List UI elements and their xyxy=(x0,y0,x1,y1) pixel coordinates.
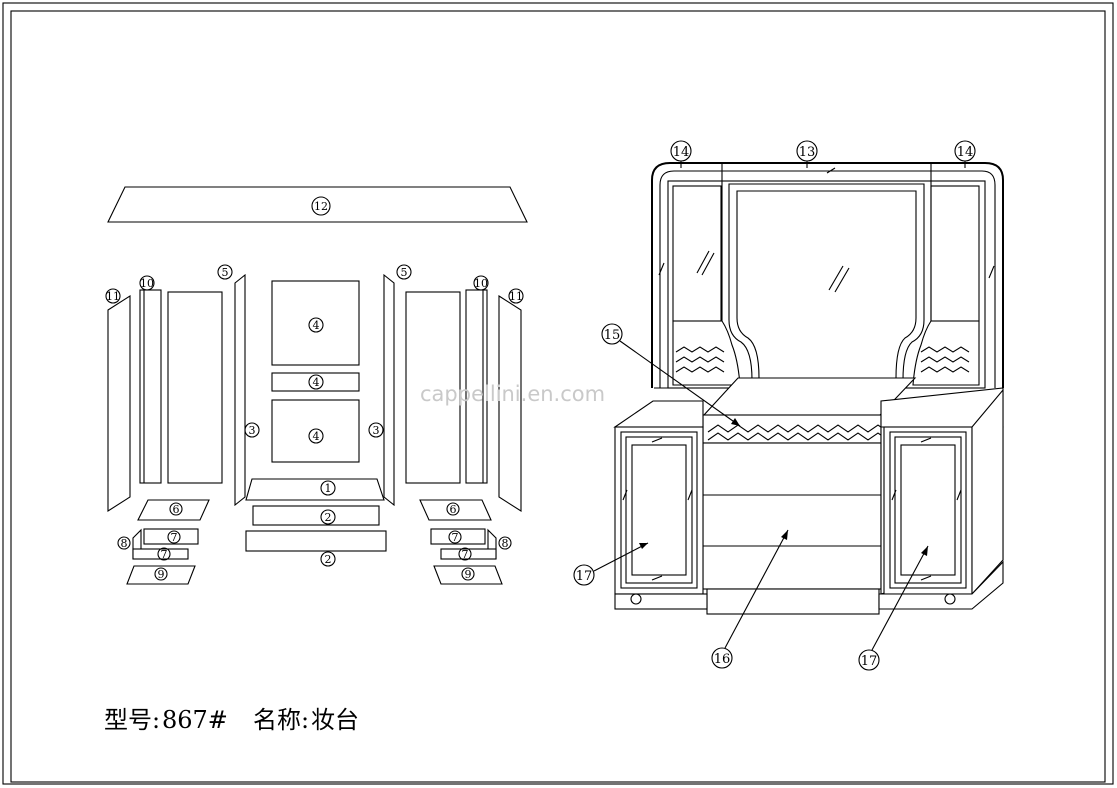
part-10-right-panel xyxy=(465,289,488,484)
callout-circle-12 xyxy=(311,196,331,216)
callout-17-right: 17 xyxy=(861,654,878,669)
right-side-glass xyxy=(930,185,980,322)
right-cabinet-side xyxy=(971,388,1004,596)
callout-12: 12 xyxy=(314,200,328,213)
part-9-left xyxy=(126,565,196,585)
callout-17-left: 17 xyxy=(576,569,593,584)
left-cabinet-top xyxy=(613,400,704,428)
callout-9-left: 9 xyxy=(158,568,165,581)
callout-16: 16 xyxy=(714,652,731,667)
model-value: 867# xyxy=(162,706,228,734)
callout-13: 13 xyxy=(799,145,816,160)
part-7-left-a xyxy=(143,528,199,545)
left-cabinet-plinth xyxy=(614,593,708,610)
part-11-left-panel xyxy=(107,294,131,513)
part-2-lower xyxy=(245,530,387,552)
callout-2-lower: 2 xyxy=(325,553,332,566)
callout-3-right: 3 xyxy=(373,424,380,437)
callout-4-lower: 4 xyxy=(313,430,320,443)
part-4-rail xyxy=(271,372,360,392)
callout-7-left-b: 7 xyxy=(161,548,168,561)
left-cabinet-body xyxy=(614,426,704,595)
exploded-view: 12 11 10 5 3 4 4 4 1 2 2 xyxy=(105,186,528,585)
left-back-panel xyxy=(167,291,223,484)
right-cabinet-body xyxy=(883,426,973,595)
left-cabinet-glass xyxy=(631,444,687,576)
callout-6-left: 6 xyxy=(173,503,180,516)
part-7-right-a xyxy=(430,528,486,545)
callout-3-left: 3 xyxy=(249,424,256,437)
caption: 型号: 867# 名称: 妆台 xyxy=(104,706,359,734)
assembled-view: 14 13 14 15 16 17 17 xyxy=(573,140,1004,671)
callout-7-right-b: 7 xyxy=(462,548,469,561)
callout-7-left-a: 7 xyxy=(171,531,178,544)
callout-4-upper: 4 xyxy=(313,319,320,332)
central-plinth xyxy=(706,588,880,615)
callout-circle-10-left xyxy=(139,275,155,291)
part-2-upper xyxy=(252,505,380,526)
callout-7-right-a: 7 xyxy=(452,531,459,544)
mirror-frame-inner xyxy=(659,170,996,388)
name-label: 名称: xyxy=(253,706,309,734)
part-6-right xyxy=(419,499,492,521)
part-3-left-upright xyxy=(234,273,246,507)
callout-8-left: 8 xyxy=(121,537,128,550)
part-11-right-panel xyxy=(498,294,522,513)
inner-frame xyxy=(10,10,1106,783)
callout-5-right: 5 xyxy=(401,266,408,279)
right-cabinet-glass xyxy=(900,444,956,576)
callout-10-left: 10 xyxy=(140,277,154,290)
part-4-upper-panel xyxy=(271,280,360,366)
part-12-top xyxy=(107,186,528,223)
name-value: 妆台 xyxy=(311,706,359,734)
part-10-left-panel xyxy=(139,289,162,484)
callout-10-right: 10 xyxy=(474,277,488,290)
part-6-left xyxy=(137,499,210,521)
part-1-shelf xyxy=(245,478,385,501)
mirror-frame-outer xyxy=(651,162,1004,388)
right-back-panel xyxy=(405,291,461,484)
watermark: cappellini.en.com xyxy=(420,382,605,406)
model-label: 型号: xyxy=(104,706,160,734)
central-mirror-outer xyxy=(728,183,925,381)
callout-1: 1 xyxy=(325,482,332,495)
part-16-drawer-stack xyxy=(702,442,882,590)
callout-circle-3-left xyxy=(244,422,260,438)
callout-9-right: 9 xyxy=(465,568,472,581)
callout-2-upper: 2 xyxy=(325,511,332,524)
part-3-right-upright xyxy=(383,273,395,507)
callout-11-right: 11 xyxy=(509,290,523,303)
left-carved-panel xyxy=(672,320,741,386)
callout-11-left: 11 xyxy=(106,290,120,303)
callout-15: 15 xyxy=(604,328,621,343)
callout-circle-11-left xyxy=(105,288,121,304)
callout-5-left: 5 xyxy=(222,266,229,279)
part-4-lower-panel xyxy=(271,399,360,463)
central-mirror-inner xyxy=(736,190,917,379)
callout-14-right: 14 xyxy=(957,145,974,160)
callout-circle-5-left xyxy=(217,264,233,280)
part-7-right-b xyxy=(440,548,497,560)
right-cabinet-plinth xyxy=(878,560,1004,610)
part-9-right xyxy=(433,565,503,585)
callout-14-left: 14 xyxy=(673,145,690,160)
callout-6-right: 6 xyxy=(450,503,457,516)
callout-4-rail: 4 xyxy=(313,376,320,389)
callout-8-right: 8 xyxy=(502,537,509,550)
